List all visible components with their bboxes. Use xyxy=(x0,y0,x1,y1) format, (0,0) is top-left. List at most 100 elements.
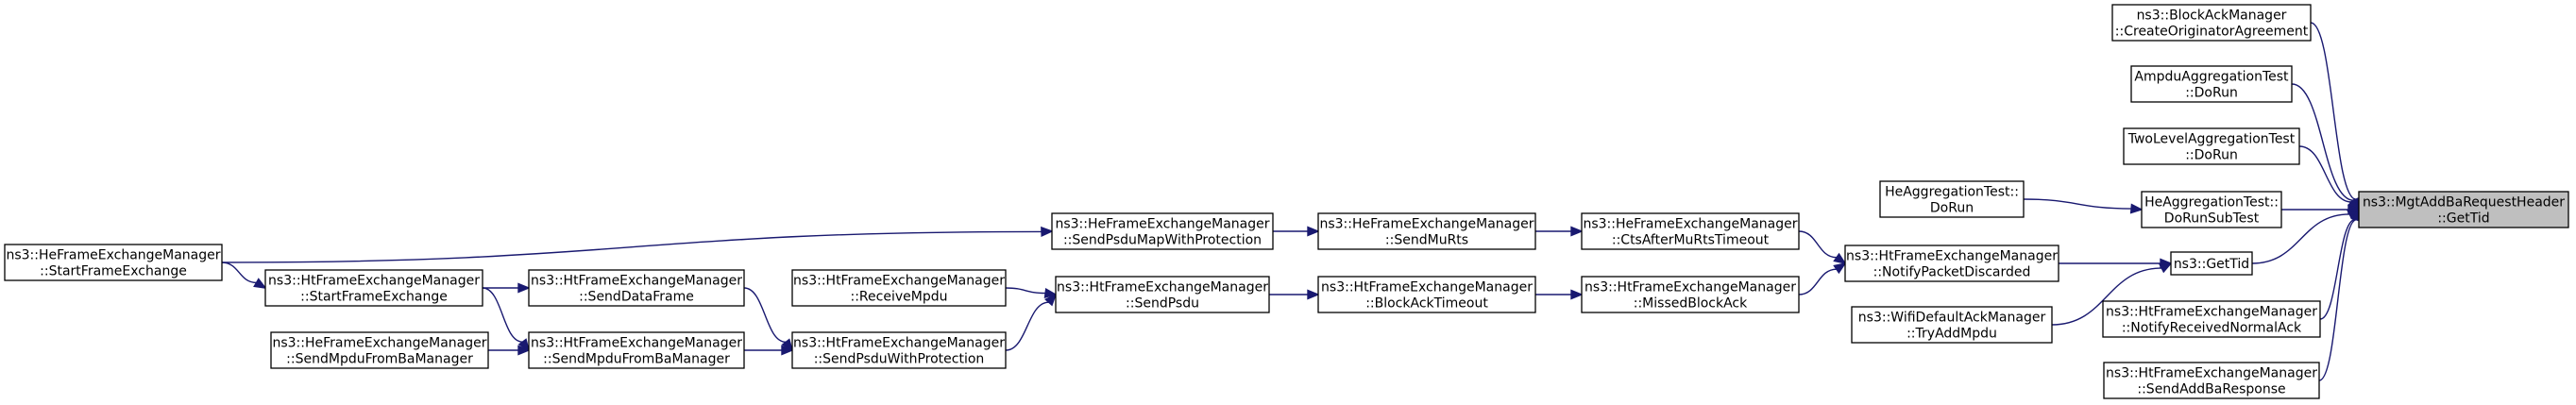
arrowhead-icon xyxy=(1570,289,1584,300)
node-label-line: ::SendAddBaResponse xyxy=(2137,382,2285,397)
arrowhead-icon xyxy=(253,278,267,289)
node-box xyxy=(2141,191,2282,228)
edge-line xyxy=(1798,268,1837,295)
node-send-psdu-map[interactable]: ns3::HeFrameExchangeManager::SendPsduMap… xyxy=(1051,212,1274,250)
node-label-line: ns3::HtFrameExchangeManager xyxy=(268,274,480,289)
edge-he-start-fe-to-ht-start-fe xyxy=(221,262,267,289)
edge-line xyxy=(2319,218,2356,320)
node-label-line: ns3::HeFrameExchangeManager xyxy=(1583,217,1797,232)
edge-ba-timeout-to-missed-ba xyxy=(1534,289,1584,300)
edge-send-psdu-map-to-send-murts xyxy=(1273,226,1320,237)
node-box xyxy=(2130,65,2293,103)
node-label-line: ns3::HtFrameExchangeManager xyxy=(793,336,1005,351)
node-box xyxy=(2170,251,2253,276)
edge-he-subtest-to-mgt-get-tid xyxy=(2281,204,2361,215)
node-label-line: ns3::HtFrameExchangeManager xyxy=(2106,305,2317,320)
node-mgt-get-tid[interactable]: ns3::MgtAddBaRequestHeader::GetTid xyxy=(2358,191,2569,228)
node-send-psdu-prot[interactable]: ns3::HtFrameExchangeManager::SendPsduWit… xyxy=(791,331,1007,369)
node-label-line: ::TryAddMpdu xyxy=(1907,327,1997,342)
node-label-line: ::NotifyPacketDiscarded xyxy=(1873,265,2031,280)
edge-line xyxy=(2318,219,2357,381)
node-label-line: ns3::WifiDefaultAckManager xyxy=(1858,311,2046,326)
node-box xyxy=(528,269,745,307)
edge-line xyxy=(2298,145,2352,203)
node-label-line: ns3::HtFrameExchangeManager xyxy=(1585,280,1796,295)
node-label-line: ns3::HeFrameExchangeManager xyxy=(1055,217,1269,232)
node-ht-send-mpdu-ba[interactable]: ns3::HtFrameExchangeManager::SendMpduFro… xyxy=(528,331,745,369)
node-create-orig[interactable]: ns3::BlockAckManager::CreateOriginatorAg… xyxy=(2111,4,2312,42)
node-box xyxy=(2103,362,2320,399)
node-label-line: ::SendMpduFromBaManager xyxy=(286,352,473,367)
edge-line xyxy=(1798,230,1838,259)
arrowhead-icon xyxy=(1041,226,1054,237)
node-cts-timeout[interactable]: ns3::HeFrameExchangeManager::CtsAfterMuR… xyxy=(1581,212,1800,250)
arrowhead-icon xyxy=(1043,287,1058,298)
node-box xyxy=(791,331,1007,369)
node-send-psdu[interactable]: ns3::HtFrameExchangeManager::SendPsdu xyxy=(1055,276,1270,313)
node-he-dorun[interactable]: HeAggregationTest::DoRun xyxy=(1879,180,2025,218)
arrowhead-icon xyxy=(1570,226,1584,237)
node-label-line: ::StartFrameExchange xyxy=(300,290,448,305)
node-label-line: ns3::HtFrameExchangeManager xyxy=(1057,280,1268,295)
node-wifi-try-add[interactable]: ns3::WifiDefaultAckManager::TryAddMpdu xyxy=(1851,306,2053,344)
arrowhead-icon xyxy=(2129,203,2144,214)
node-label-line: ns3::HtFrameExchangeManager xyxy=(531,274,742,289)
edge-send-data-frame-to-send-psdu-prot xyxy=(743,287,794,352)
edge-layer xyxy=(221,22,2362,381)
node-label-line: ns3::HtFrameExchangeManager xyxy=(531,336,742,351)
node-label-line: ::SendMpduFromBaManager xyxy=(543,352,730,367)
node-box xyxy=(270,331,489,369)
edge-send-psdu-to-ba-timeout xyxy=(1268,289,1320,300)
edge-he-dorun-to-he-subtest xyxy=(2023,198,2144,214)
node-label-line: ::CtsAfterMuRtsTimeout xyxy=(1612,233,1770,248)
node-notify-pkt-disc[interactable]: ns3::HtFrameExchangeManager::NotifyPacke… xyxy=(1844,245,2059,282)
arrowhead-icon xyxy=(1833,252,1847,265)
node-missed-ba[interactable]: ns3::HtFrameExchangeManager::MissedBlock… xyxy=(1581,276,1800,313)
node-send-data-frame[interactable]: ns3::HtFrameExchangeManager::SendDataFra… xyxy=(528,269,745,307)
node-send-addba-resp[interactable]: ns3::HtFrameExchangeManager::SendAddBaRe… xyxy=(2103,362,2320,399)
arrowhead-icon xyxy=(1833,262,1847,275)
node-box xyxy=(791,269,1007,307)
node-label-line: ::DoRun xyxy=(2185,148,2238,163)
edge-receive-mpdu-to-send-psdu xyxy=(1005,287,1058,298)
edge-ht-start-fe-to-ht-send-mpdu-ba xyxy=(482,287,531,352)
node-label-line: ns3::MgtAddBaRequestHeader xyxy=(2363,195,2565,211)
node-label-line: ::DoRun xyxy=(2185,86,2238,101)
node-label-line: ::StartFrameExchange xyxy=(40,264,187,279)
node-notify-recv-ack[interactable]: ns3::HtFrameExchangeManager::NotifyRecei… xyxy=(2102,300,2321,338)
node-label-line: ns3::HtFrameExchangeManager xyxy=(2106,366,2317,381)
node-label-line: HeAggregationTest:: xyxy=(2144,195,2279,211)
node-label-line: ns3::HtFrameExchangeManager xyxy=(793,274,1005,289)
edge-line xyxy=(2251,213,2350,264)
node-box xyxy=(1051,212,1274,250)
node-he-subtest[interactable]: HeAggregationTest::DoRunSubTest xyxy=(2141,191,2282,228)
node-box xyxy=(1581,276,1800,313)
node-send-murts[interactable]: ns3::HeFrameExchangeManager::SendMuRts xyxy=(1317,212,1536,250)
node-box xyxy=(1844,245,2059,282)
edge-line xyxy=(482,287,523,343)
node-receive-mpdu[interactable]: ns3::HtFrameExchangeManager::ReceiveMpdu xyxy=(791,269,1007,307)
node-twolevel-run[interactable]: TwoLevelAggregationTest::DoRun xyxy=(2123,127,2300,165)
node-he-start-fe[interactable]: ns3::HeFrameExchangeManager::StartFrameE… xyxy=(4,244,223,281)
edge-line xyxy=(221,262,257,284)
node-label-line: ns3::GetTid xyxy=(2174,257,2249,272)
edge-ht-send-mpdu-ba-to-send-psdu-prot xyxy=(743,345,794,356)
node-box xyxy=(1879,180,2025,218)
node-label-line: TwoLevelAggregationTest xyxy=(2127,132,2296,147)
edge-line xyxy=(1005,287,1046,295)
node-get-tid[interactable]: ns3::GetTid xyxy=(2170,251,2253,276)
edge-line xyxy=(221,230,1042,263)
node-label-line: ::CreateOriginatorAgreement xyxy=(2115,25,2309,40)
edge-notify-recv-ack-to-mgt-get-tid xyxy=(2319,208,2361,320)
node-label-line: DoRunSubTest xyxy=(2164,211,2260,227)
node-label-line: ns3::HeFrameExchangeManager xyxy=(6,248,220,263)
node-ht-start-fe[interactable]: ns3::HtFrameExchangeManager::StartFrameE… xyxy=(264,269,483,307)
node-ampdu-run[interactable]: AmpduAggregationTest::DoRun xyxy=(2130,65,2293,103)
node-box xyxy=(1851,306,2053,344)
node-label-line: ::BlockAckTimeout xyxy=(1365,296,1488,312)
node-label-line: ::SendDataFrame xyxy=(579,290,694,305)
node-label-line: ::NotifyReceivedNormalAck xyxy=(2122,321,2302,336)
node-he-send-mpdu-ba[interactable]: ns3::HeFrameExchangeManager::SendMpduFro… xyxy=(270,331,489,369)
node-ba-timeout[interactable]: ns3::HtFrameExchangeManager::BlockAckTim… xyxy=(1317,276,1536,313)
